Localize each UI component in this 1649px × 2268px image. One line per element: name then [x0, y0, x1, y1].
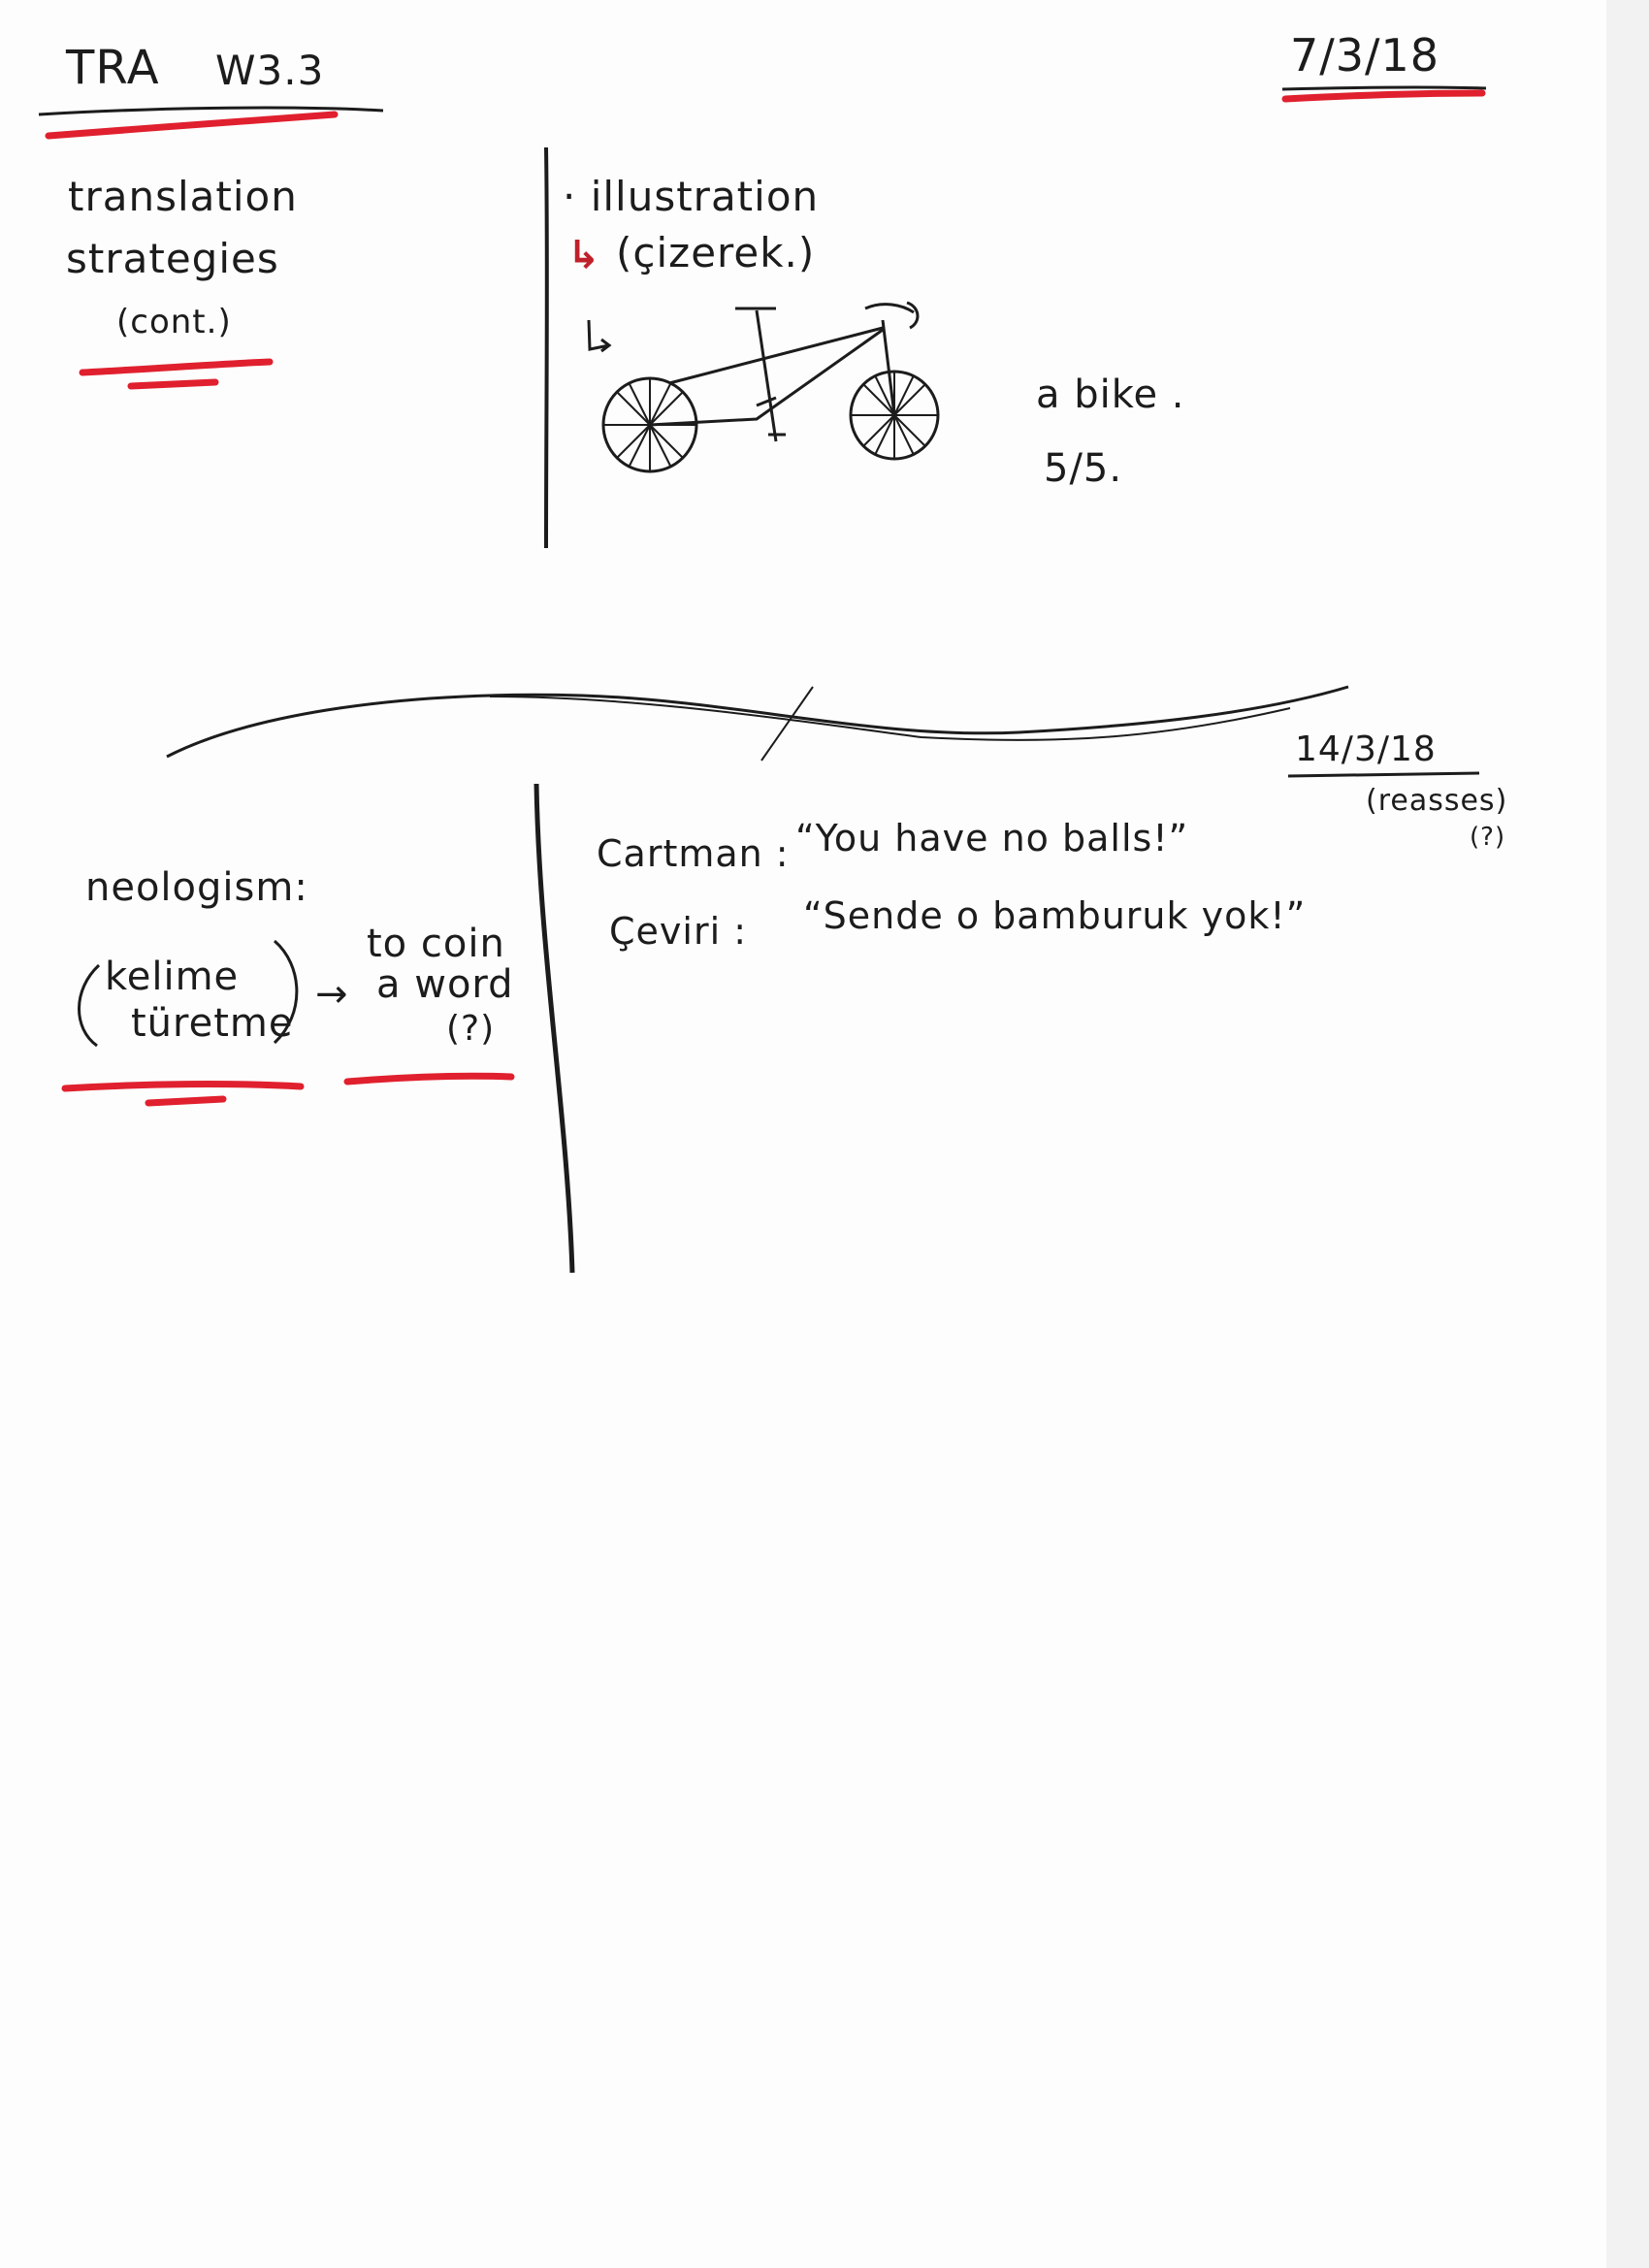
turkish-line-2: türetme [131, 1001, 294, 1046]
bicycle-drawing [601, 301, 940, 473]
gloss-arrow: → [315, 972, 349, 1017]
strategy-bullet: · illustration [563, 173, 820, 220]
course-code: TRA [66, 41, 160, 95]
quote1-text: “You have no balls!” [795, 817, 1189, 859]
return-arrow-icon: ↳ [567, 233, 601, 277]
paren-right [273, 939, 299, 1045]
header-date: 7/3/18 [1290, 29, 1440, 81]
gloss-question: (?) [446, 1009, 496, 1049]
wavy-separator [166, 685, 1349, 759]
topic-red-underline [79, 358, 274, 376]
paren-left [78, 963, 101, 1048]
wavy-separator-2 [489, 696, 1291, 741]
week-label: W3.3 [215, 47, 325, 94]
gloss-red-underline [343, 1072, 515, 1085]
quote2-speaker: Çeviri : [609, 910, 748, 953]
turkish-line-1: kelime [105, 955, 240, 999]
neologism-red-underline [61, 1081, 305, 1092]
neologism-term: neologism: [85, 865, 308, 910]
date-underline [1281, 85, 1487, 91]
date2-underline [1287, 771, 1480, 778]
divider-bottom [534, 783, 575, 1274]
bike-score: 5/5. [1044, 446, 1123, 491]
topic-red-underline-2 [127, 378, 219, 390]
handlebar [864, 301, 920, 330]
gloss-line-2: a word [376, 962, 514, 1007]
title-underline [38, 106, 384, 116]
frame-down-tube [649, 328, 884, 427]
fork [881, 319, 896, 416]
reassess-note: (reasses) [1366, 784, 1508, 818]
quote1-speaker: Cartman : [597, 832, 790, 875]
sub-arrow-icon [587, 319, 612, 353]
quote2-text: “Sende o bamburuk yok!” [803, 894, 1307, 937]
topic-line-2: strategies [66, 235, 279, 282]
reassess-question: (?) [1470, 823, 1506, 852]
pedal [756, 396, 786, 437]
gloss-line-1: to coin [367, 922, 505, 966]
separator-slash [760, 686, 814, 761]
divider-top [544, 146, 549, 549]
turkish-term: (çizerek.) [616, 229, 816, 276]
neologism-red-underline-2 [145, 1095, 227, 1107]
section2-date: 14/3/18 [1295, 729, 1437, 769]
title-red-underline [45, 111, 339, 140]
topic-line-1: translation [68, 173, 298, 220]
frame-seat-tube [755, 309, 778, 442]
bike-caption: a bike . [1036, 373, 1185, 417]
scan-edge [1606, 0, 1649, 2268]
frame-top-tube [668, 326, 884, 385]
date-red-underline [1281, 89, 1486, 103]
topic-line-3: (cont.) [116, 303, 232, 341]
